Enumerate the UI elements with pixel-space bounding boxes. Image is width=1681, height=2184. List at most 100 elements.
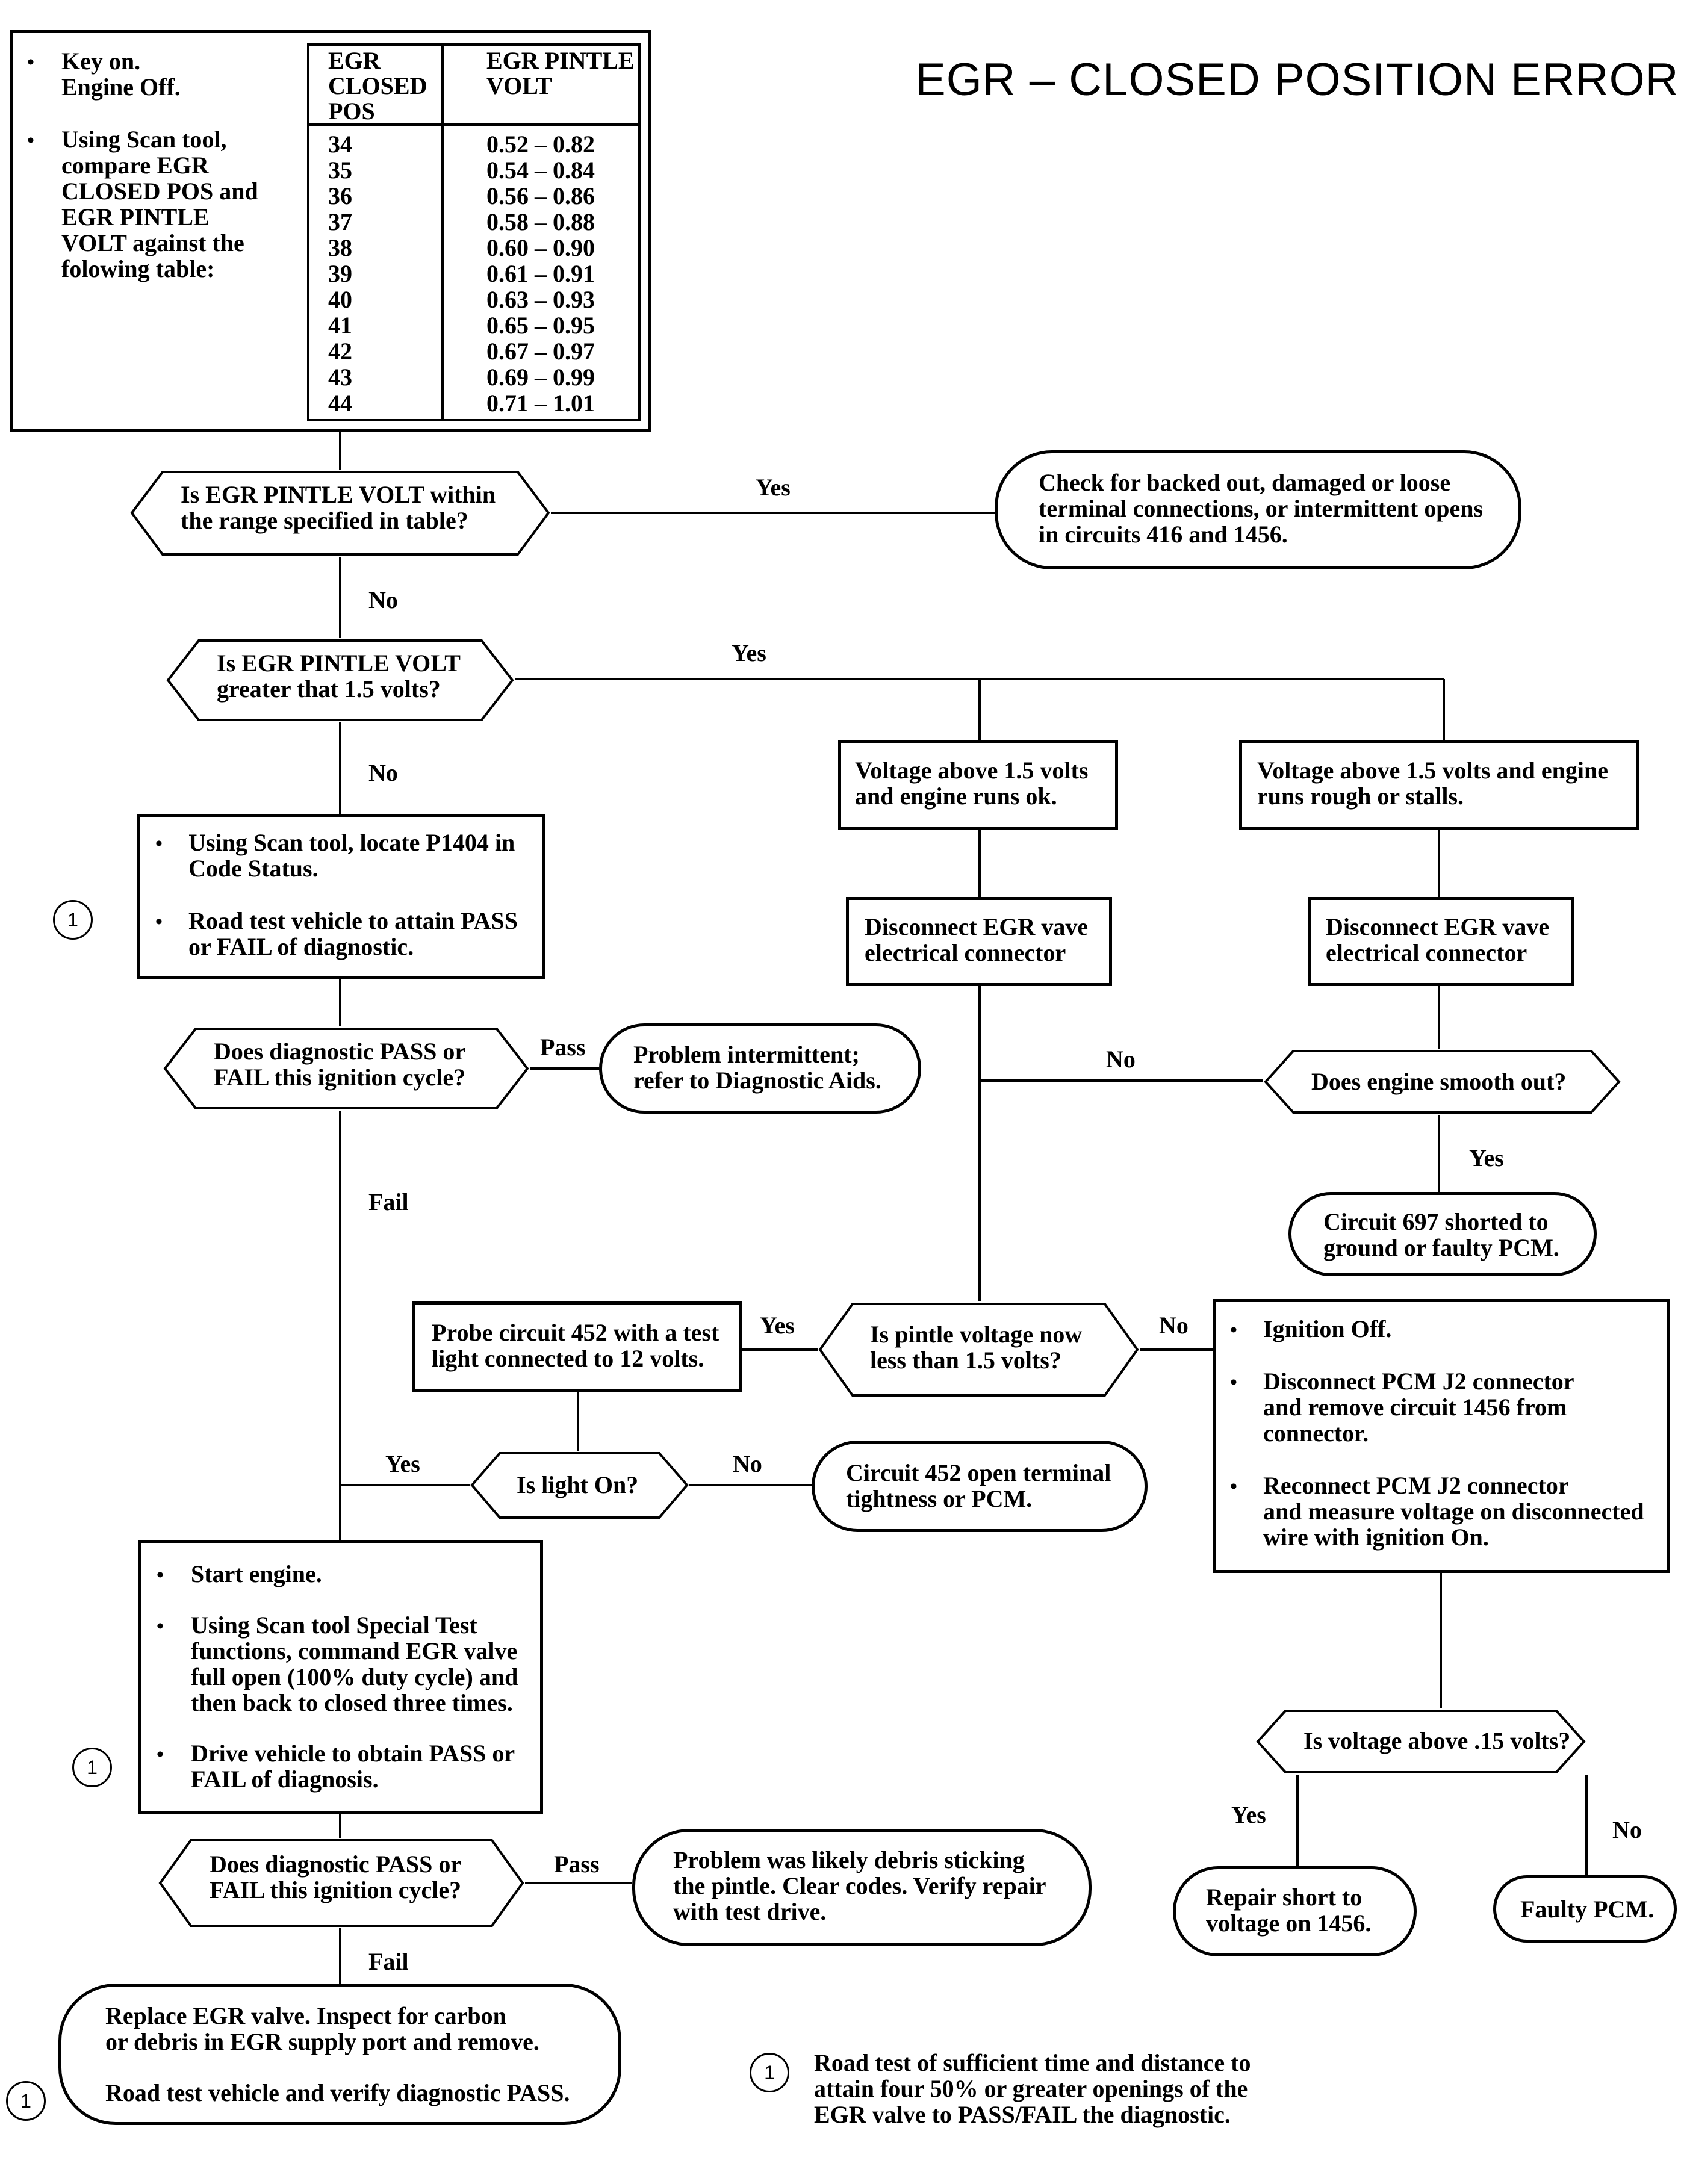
box-ignition-off-step3: Reconnect PCM J2 connector and measure v…: [1263, 1472, 1644, 1551]
decision-smooth-out-shape: [1264, 1050, 1621, 1114]
bullet-icon: •: [155, 833, 163, 855]
decision-voltage-015-shape: [1256, 1710, 1586, 1773]
result-circuit-452: [812, 1441, 1148, 1532]
edge-label-no: No: [1106, 1046, 1136, 1073]
result-repair-short: [1173, 1866, 1417, 1956]
start-step-compare: Using Scan tool, compare EGR CLOSED POS …: [61, 126, 258, 282]
edge-label-yes: Yes: [1231, 1801, 1266, 1828]
table-cell-pos: 37: [328, 208, 352, 235]
bullet-icon: •: [157, 1615, 164, 1637]
decision-pass-fail-1: Does diagnostic PASS or FAIL this igniti…: [214, 1038, 466, 1091]
table-cell-volt: 0.60 – 0.90: [486, 234, 595, 261]
box-ignition-off: [1213, 1299, 1670, 1573]
table-cell-volt: 0.65 – 0.95: [486, 312, 595, 339]
box-locate-p1404: [137, 814, 545, 979]
result-intermittent-text: Problem intermittent; refer to Diagnosti…: [633, 1041, 881, 1094]
table-cell-pos: 36: [328, 182, 352, 209]
result-check-connections-text: Check for backed out, damaged or loose t…: [1039, 469, 1484, 548]
box-locate-p1404-step1: Using Scan tool, locate P1404 in Code St…: [188, 829, 515, 882]
result-faulty-pcm-text: Faulty PCM.: [1520, 1896, 1655, 1923]
footnote-marker-3: 1: [6, 2081, 46, 2121]
box-voltage-above-runs-rough-text: Voltage above 1.5 volts and engine runs …: [1257, 757, 1609, 810]
box-disconnect-right-text: Disconnect EGR vave electrical connector: [1326, 913, 1550, 966]
result-intermittent: [599, 1023, 921, 1114]
table-cell-volt: 0.69 – 0.99: [486, 364, 595, 391]
decision-greater-shape: [166, 639, 514, 721]
table-cell-volt: 0.71 – 1.01: [486, 389, 595, 417]
table-cell-pos: 40: [328, 286, 352, 313]
table-cell-pos: 39: [328, 260, 352, 287]
edge-label-fail: Fail: [368, 1188, 409, 1215]
footnote-marker-legend: 1: [750, 2053, 789, 2092]
box-start-engine-step2: Using Scan tool Special Test functions, …: [191, 1612, 518, 1716]
result-replace-egr-valve-step2: Road test vehicle and verify diagnostic …: [105, 2079, 570, 2106]
bullet-icon: •: [1230, 1319, 1237, 1341]
decision-pass-fail-1-shape: [163, 1028, 529, 1109]
decision-light-on-shape: [470, 1452, 689, 1519]
page-title: EGR – CLOSED POSITION ERROR: [915, 54, 1679, 105]
table-cell-pos: 41: [328, 312, 352, 339]
table-cell-volt: 0.67 – 0.97: [486, 338, 595, 365]
edge-label-no: No: [368, 586, 398, 613]
table-cell-volt: 0.58 – 0.88: [486, 208, 595, 235]
table-cell-pos: 34: [328, 131, 352, 158]
edge-label-yes: Yes: [760, 1312, 795, 1339]
bullet-icon: •: [1230, 1371, 1237, 1394]
decision-smooth-out: Does engine smooth out?: [1311, 1068, 1567, 1095]
box-voltage-above-runs-rough: [1239, 740, 1639, 830]
table-cell-pos: 44: [328, 389, 352, 417]
table-header-divider: [307, 123, 641, 126]
bullet-icon: •: [157, 1743, 164, 1766]
bullet-icon: •: [155, 911, 163, 933]
table-cell-pos: 38: [328, 234, 352, 261]
edge-label-fail: Fail: [368, 1948, 409, 1975]
decision-within-range: Is EGR PINTLE VOLT within the range spec…: [181, 481, 496, 534]
box-ignition-off-step1: Ignition Off.: [1263, 1315, 1392, 1342]
table-cell-volt: 0.54 – 0.84: [486, 157, 595, 184]
edge-label-yes: Yes: [1469, 1144, 1504, 1171]
edge-label-pass: Pass: [554, 1851, 600, 1878]
table-cell-volt: 0.63 – 0.93: [486, 286, 595, 313]
edge-label-no: No: [733, 1450, 762, 1477]
decision-pintle-less-shape: [818, 1303, 1139, 1397]
box-ignition-off-step2: Disconnect PCM J2 connector and remove c…: [1263, 1368, 1574, 1447]
result-faulty-pcm: [1493, 1875, 1677, 1943]
box-disconnect-right: [1308, 897, 1574, 986]
result-repair-short-text: Repair short to voltage on 1456.: [1206, 1884, 1372, 1937]
decision-within-range-shape: [130, 471, 550, 556]
box-disconnect-left-text: Disconnect EGR vave electrical connector: [865, 913, 1089, 966]
edge-label-no: No: [1159, 1312, 1189, 1339]
start-step-key-on: Key on. Engine Off.: [61, 48, 181, 101]
table-cell-pos: 42: [328, 338, 352, 365]
result-circuit-697: [1288, 1192, 1597, 1276]
footnote-text: Road test of sufficient time and distanc…: [814, 2049, 1251, 2128]
result-circuit-452-text: Circuit 452 open terminal tightness or P…: [846, 1459, 1111, 1512]
reference-table: [307, 43, 641, 421]
result-replace-egr-valve: [58, 1984, 621, 2125]
bullet-icon: •: [157, 1564, 164, 1586]
box-start-engine: [138, 1540, 543, 1814]
box-voltage-above-runs-ok-text: Voltage above 1.5 volts and engine runs …: [855, 757, 1089, 810]
decision-voltage-015: Is voltage above .15 volts?: [1303, 1727, 1571, 1754]
table-cell-volt: 0.56 – 0.86: [486, 182, 595, 209]
footnote-marker-2: 1: [72, 1748, 112, 1787]
box-probe-circuit-452-text: Probe circuit 452 with a test light conn…: [432, 1319, 719, 1372]
result-replace-egr-valve-text: Replace EGR valve. Inspect for carbon or…: [105, 2002, 539, 2055]
result-check-connections: [995, 450, 1521, 569]
result-debris: [632, 1829, 1092, 1946]
table-cell-pos: 35: [328, 157, 352, 184]
table-cell-volt: 0.52 – 0.82: [486, 131, 595, 158]
edge-label-pass: Pass: [540, 1034, 586, 1061]
edge-label-yes: Yes: [385, 1450, 420, 1477]
result-debris-text: Problem was likely debris sticking the p…: [673, 1846, 1046, 1925]
start-instructions-box: [10, 30, 651, 432]
box-start-engine-step1: Start engine.: [191, 1560, 322, 1587]
table-header-closed-pos: EGR CLOSED POS: [328, 47, 427, 125]
table-header-pintle-volt: EGR PINTLE VOLT: [486, 47, 635, 99]
decision-greater-than-1-5: Is EGR PINTLE VOLT greater that 1.5 volt…: [217, 650, 461, 703]
edge-label-no: No: [368, 759, 398, 786]
box-locate-p1404-step2: Road test vehicle to attain PASS or FAIL…: [188, 907, 518, 960]
